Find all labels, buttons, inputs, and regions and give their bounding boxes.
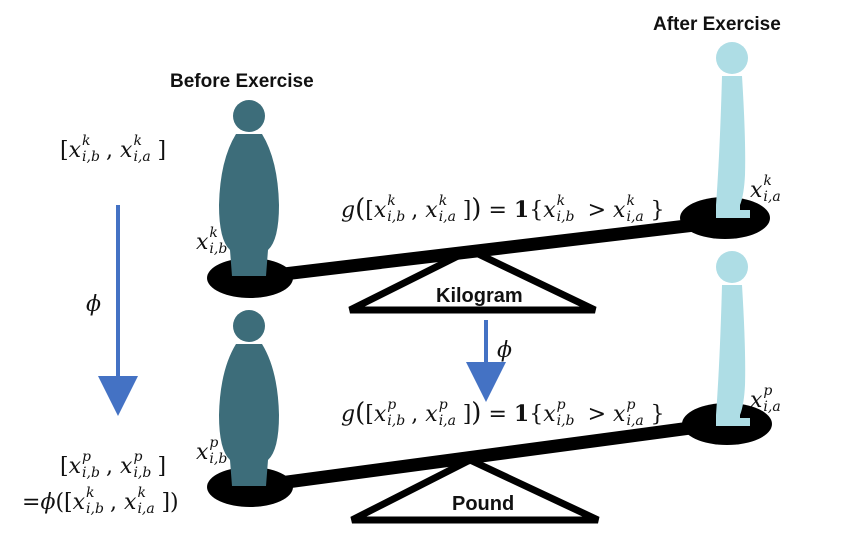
before-exercise-heading: Before Exercise: [170, 71, 314, 92]
bottom-beam: [249, 417, 721, 494]
bottom-fulcrum: [350, 456, 600, 524]
person-before-bottom: [219, 310, 279, 486]
person-after-bottom: [716, 251, 750, 426]
left-phi-label: ϕ: [86, 292, 101, 317]
pound-label: Pound: [452, 493, 515, 515]
bottom-left-plate: [207, 467, 293, 507]
top-seesaw: [207, 197, 770, 314]
top-left-plate: [207, 258, 293, 298]
top-fulcrum: [348, 246, 597, 314]
person-after-top: [716, 42, 750, 218]
middle-phi-label: ϕ: [497, 338, 512, 363]
person-before-top: [219, 100, 279, 276]
after-exercise-heading: After Exercise: [653, 14, 781, 35]
kilogram-label: Kilogram: [436, 285, 523, 307]
top-beam: [249, 215, 721, 285]
